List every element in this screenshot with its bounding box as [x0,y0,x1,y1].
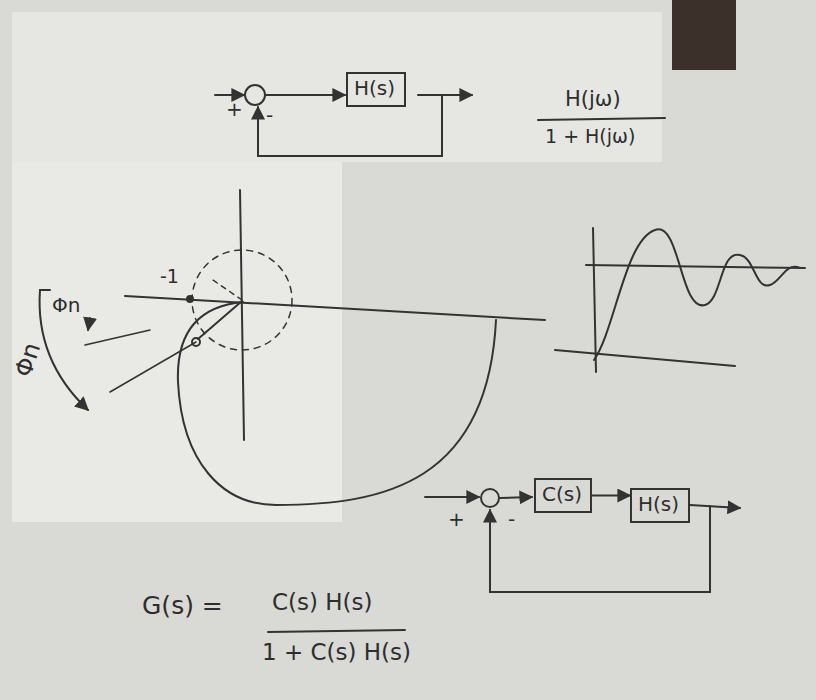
handwritten-label: G(s) = [142,592,223,620]
bottom-loop [268,489,740,632]
block-label: H(s) [638,493,682,516]
light-patch [12,12,662,162]
block-box: C(s) [534,478,592,513]
handwritten-label: 1 + H(jω) [545,126,635,147]
handwritten-label: + [226,98,243,120]
handwritten-label: + [448,508,465,530]
handwritten-label: -1 [160,266,179,287]
signal-arrow [592,495,630,497]
block-label: C(s) [542,483,584,506]
handwritten-label: Φn [52,294,80,316]
top-loop [215,85,665,156]
handwritten-label: C(s) H(s) [272,590,373,615]
marker-holder [672,0,736,70]
block-box: H(s) [346,72,406,107]
handwritten-label: 1 + C(s) H(s) [262,640,411,665]
handwritten-label: - [266,104,273,126]
nyquist-plot [40,190,545,505]
handwritten-label: H(jω) [565,88,621,111]
block-label: H(s) [354,77,398,100]
step-response [555,228,805,372]
block-box: H(s) [630,488,690,523]
handwritten-label: - [508,508,515,530]
